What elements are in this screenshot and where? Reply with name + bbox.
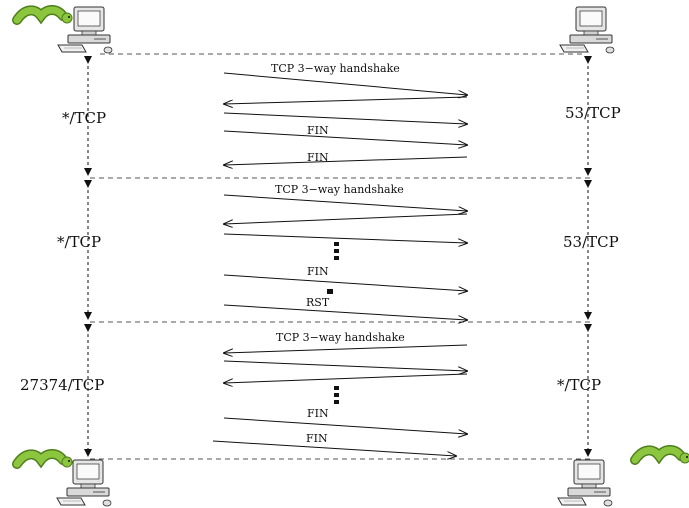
message-arrow (223, 233, 467, 243)
message-arrow (223, 72, 467, 95)
left-port-label: 27374/TCP (20, 376, 104, 394)
message-arrow (224, 373, 468, 383)
message-arrow (223, 130, 467, 145)
ellipsis-marker (334, 242, 339, 260)
left-port-label: */TCP (57, 233, 101, 251)
message-label: FIN (307, 151, 329, 164)
message-label: FIN (307, 407, 329, 420)
message-arrow (223, 417, 467, 434)
message-label: FIN (307, 124, 329, 137)
computer-icon (559, 6, 615, 54)
message-arrow (224, 213, 468, 224)
message-label: TCP 3−way handshake (275, 183, 404, 196)
right-port-label: */TCP (557, 376, 601, 394)
message-arrow (223, 304, 467, 320)
message-arrow (224, 96, 468, 104)
message-arrow (212, 440, 456, 456)
message-arrow (223, 112, 467, 124)
caterpillar-icon (635, 450, 689, 463)
right-port-label: 53/TCP (565, 104, 621, 122)
message-label: FIN (306, 432, 328, 445)
right-port-label: 53/TCP (563, 233, 619, 251)
message-label: TCP 3−way handshake (271, 62, 400, 75)
caterpillar-icon (17, 454, 72, 467)
caterpillar-icon (17, 10, 72, 23)
message-arrow (223, 194, 467, 211)
message-arrow (224, 156, 468, 165)
ellipsis-marker (334, 386, 339, 404)
message-label: RST (306, 296, 330, 309)
message-arrow (223, 360, 467, 371)
message-arrow (223, 274, 467, 291)
message-label: FIN (307, 265, 329, 278)
message-label: TCP 3−way handshake (276, 331, 405, 344)
computer-icon (557, 459, 613, 507)
message-arrow (224, 344, 468, 353)
left-port-label: */TCP (62, 109, 106, 127)
ellipsis-marker (327, 289, 333, 294)
